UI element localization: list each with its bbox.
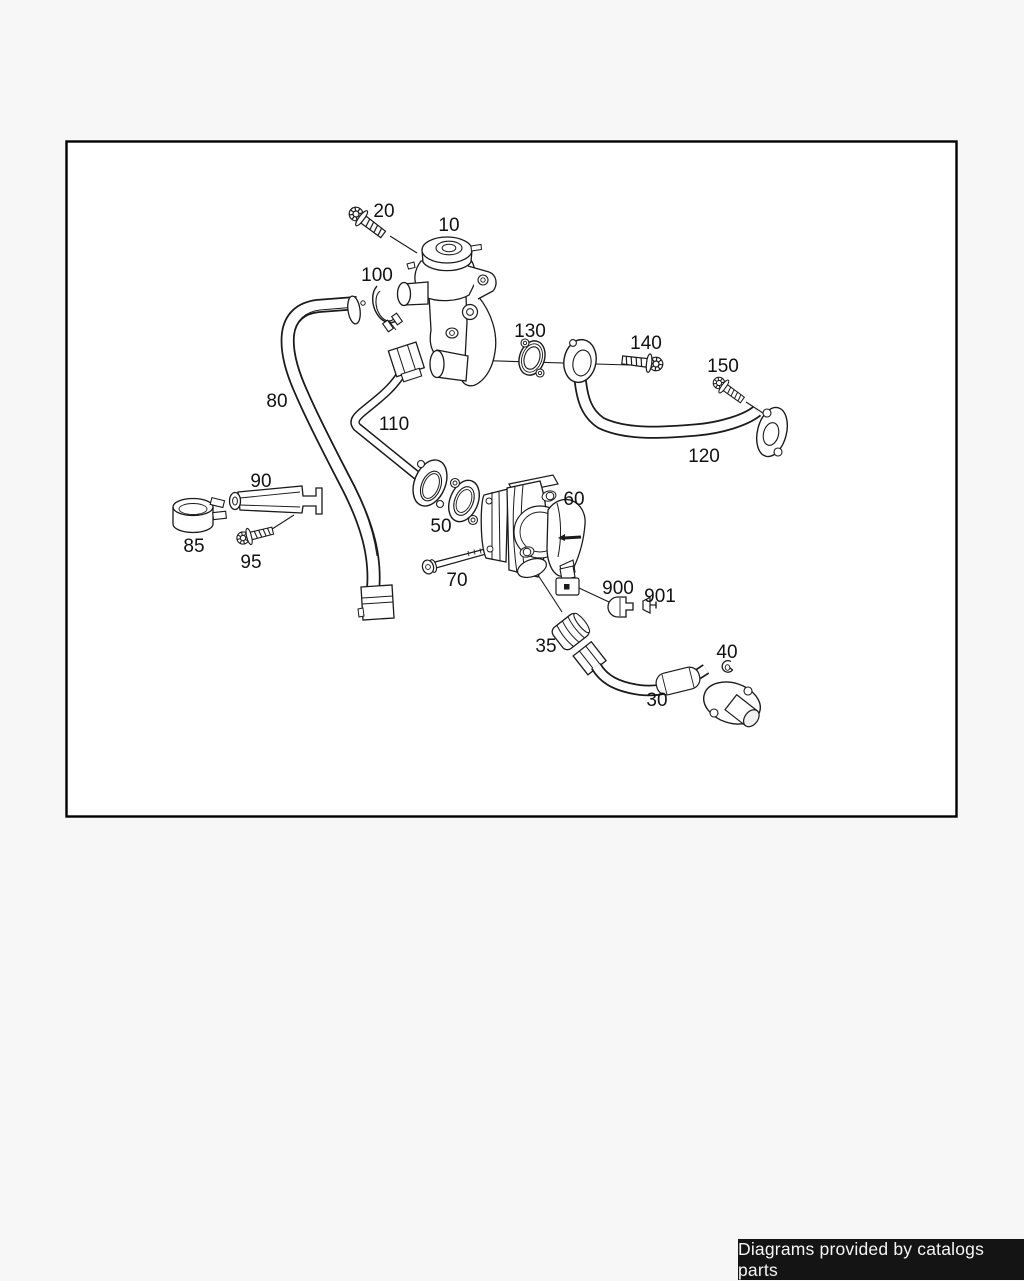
part-label-40: 40 — [716, 642, 737, 663]
part-labels: 20 10 100 130 140 150 80 110 120 90 85 9… — [183, 201, 738, 711]
part-plug-901 — [642, 596, 657, 614]
part-gasket-50 — [448, 477, 480, 526]
part-bolt-70 — [421, 547, 489, 575]
part-pipe-110 — [350, 341, 448, 509]
part-clamp-100 — [372, 285, 404, 333]
part-label-20: 20 — [373, 201, 394, 222]
part-label-901: 901 — [644, 586, 676, 607]
diagram-frame — [65, 140, 958, 818]
part-label-70: 70 — [446, 570, 467, 591]
part-pipe-120 — [563, 338, 789, 458]
part-label-80: 80 — [266, 391, 287, 412]
part-label-150: 150 — [707, 356, 739, 377]
part-label-140: 140 — [630, 333, 662, 354]
part-label-110: 110 — [379, 414, 409, 435]
part-label-50: 50 — [430, 516, 451, 537]
part-clamp-85 — [172, 496, 227, 534]
part-connector-900 — [607, 596, 634, 618]
part-screw-150 — [709, 372, 764, 414]
part-label-130: 130 — [514, 321, 546, 342]
footer-credit-bar: Diagrams provided by catalogs parts — [738, 1239, 1024, 1280]
alignment-line-valve-to-flange — [466, 359, 630, 366]
part-label-60: 60 — [563, 489, 584, 510]
part-label-120: 120 — [688, 446, 720, 467]
part-hose-80 — [280, 295, 395, 621]
part-label-900: 900 — [602, 578, 634, 599]
part-bracket-90 — [228, 485, 323, 515]
part-label-10: 10 — [438, 215, 459, 236]
part-label-90: 90 — [250, 471, 271, 492]
part-pump-60 — [480, 474, 610, 613]
footer-credit-text: Diagrams provided by catalogs parts — [738, 1238, 985, 1280]
part-hose-30 — [572, 640, 761, 728]
part-label-100: 100 — [361, 265, 393, 286]
part-label-30: 30 — [646, 690, 667, 711]
part-screw-20 — [344, 201, 418, 254]
part-nut-40 — [721, 660, 734, 673]
part-label-85: 85 — [183, 536, 204, 557]
part-gasket-130 — [518, 338, 546, 378]
part-label-35: 35 — [535, 636, 556, 657]
part-valve-10 — [396, 236, 497, 387]
part-screw-95 — [234, 514, 295, 549]
part-label-95: 95 — [240, 552, 261, 573]
part-sleeve-35 — [551, 612, 591, 651]
